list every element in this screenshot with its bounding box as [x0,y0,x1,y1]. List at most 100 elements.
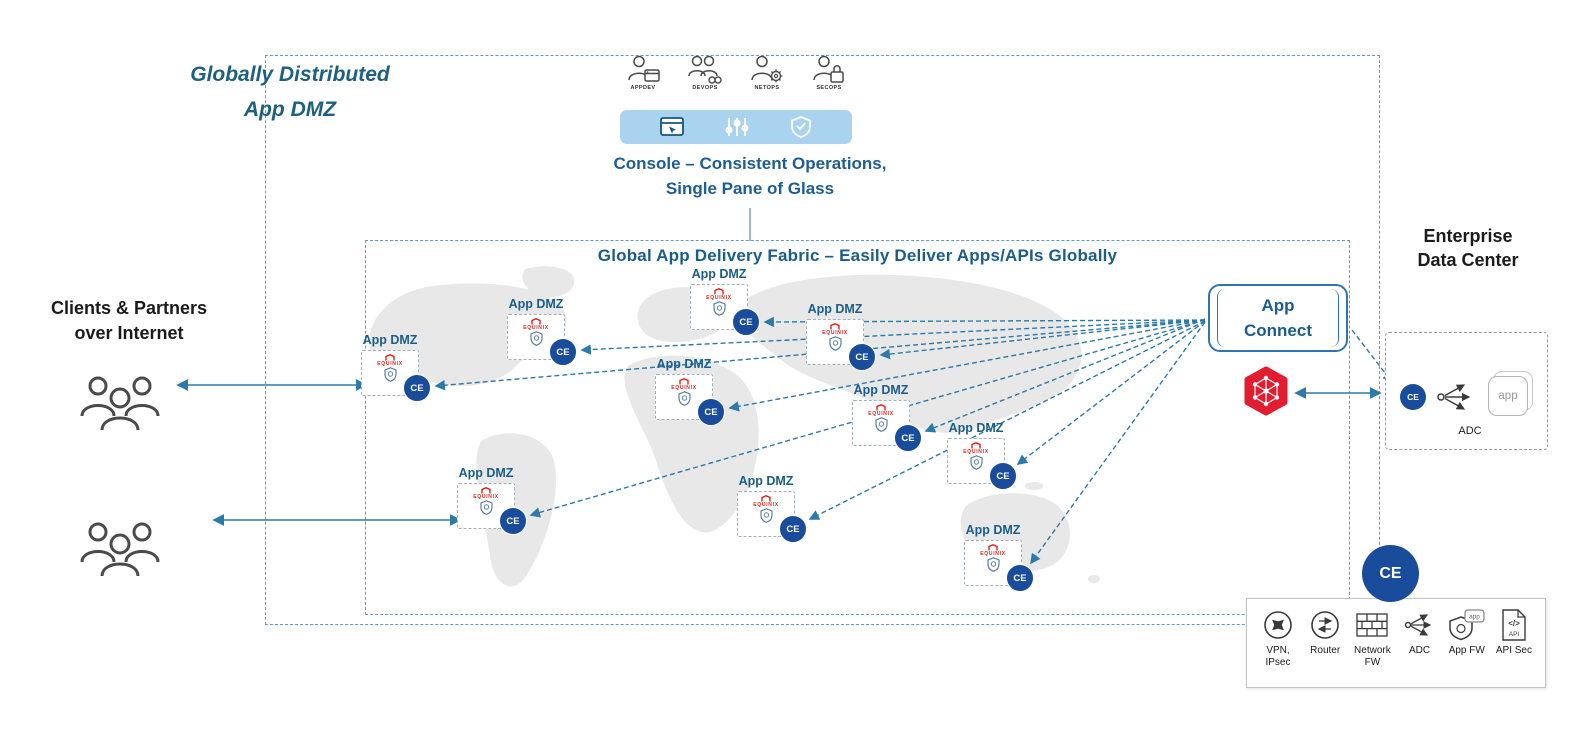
app-connect-line2: Connect [1244,321,1312,340]
app-dmz-label: App DMZ [853,383,909,397]
equinix-logo-icon [761,494,771,502]
distributed-cloud-icon [1244,366,1288,416]
ce-badge: CE [1006,564,1034,592]
svg-text:API: API [1509,631,1520,638]
app-connect-line1: App [1261,295,1295,315]
vpn-ipsec-icon [1261,607,1295,643]
app-dmz-node: App DMZ EQUINIX CE [491,297,581,366]
enterprise-title-line2: Data Center [1417,250,1519,271]
app-dmz-label: App DMZ [807,302,863,316]
shield-icon [828,335,842,351]
ce-badge: CE [499,507,527,535]
legend-label: VPN, IPsec [1265,645,1291,668]
app-dmz-node: App DMZ EQUINIX CE [345,333,435,402]
shield-icon [759,507,773,523]
adc-icon [1437,384,1471,410]
legend-label: ADC [1409,645,1431,656]
console-apps-icon [660,117,685,136]
app-dmz-label: App DMZ [458,466,514,480]
legend-item-app-fw: app App FW [1444,607,1490,657]
ce-badge: CE [697,398,725,426]
app-dmz-label: App DMZ [738,474,794,488]
personas-row: APPDEV DEVOPS [616,54,856,91]
app-fw-icon: app [1448,607,1485,643]
secops-lock-icon [813,55,844,83]
fabric-title: Global App Delivery Fabric – Easily Deli… [597,246,1118,265]
ce-badge: CE [403,374,431,402]
equinix-logo-icon [531,317,541,325]
dc-ce-badge: CE [1400,384,1426,410]
shield-icon [479,499,493,515]
persona-devops-label: DEVOPS [692,85,718,91]
persona-netops: NETOPS [740,54,794,91]
ce-legend-box: VPN, IPsec Router [1246,598,1546,688]
app-box: app [1488,376,1528,416]
app-connect-inner-border [1217,289,1339,347]
app-dmz-label: App DMZ [965,523,1021,537]
shield-icon [712,300,726,316]
console-bar [620,110,852,144]
legend-label: Router [1310,645,1341,656]
equinix-label: EQUINIX [706,294,732,301]
router-icon [1308,607,1342,643]
persona-devops: DEVOPS [678,54,732,91]
equinix-logo-icon [481,486,491,494]
global-dmz-title-line2: App DMZ [243,97,337,121]
enterprise-dc-box: CE app ADC [1385,332,1548,450]
persona-secops: SECOPS [802,54,856,91]
persona-netops-label: NETOPS [754,85,780,91]
app-dmz-label: App DMZ [656,357,712,371]
equinix-logo-icon [714,287,724,295]
ce-badge: CE [848,343,876,371]
app-dmz-label: App DMZ [362,333,418,347]
equinix-logo-icon [988,543,998,551]
app-dmz-node: App DMZ EQUINIX CE [674,267,764,336]
app-dmz-label: App DMZ [508,297,564,311]
ce-badge: CE [549,338,577,366]
ce-badge: CE [779,515,807,543]
shield-icon [874,416,888,432]
adc-legend-icon [1403,607,1437,643]
legend-item-vpn-ipsec: VPN, IPsec [1255,607,1301,668]
shield-icon [986,556,1000,572]
ce-badge: CE [732,308,760,336]
equinix-label: EQUINIX [473,493,499,500]
app-connect-box: App Connect [1208,284,1348,352]
global-dmz-title-line1: Globally Distributed [190,63,390,86]
clients-title: Clients & Partners over Internet [18,296,240,346]
sliders-icon [725,118,749,136]
persona-appdev: APPDEV [616,54,670,91]
legend-label: API Sec [1495,645,1532,656]
equinix-logo-icon [830,322,840,330]
app-dmz-node: App DMZ EQUINIX CE [948,523,1038,592]
ce-badge: CE [989,462,1017,490]
app-dmz-node: App DMZ EQUINIX CE [441,466,531,535]
appdev-person-icon [628,55,660,82]
adc-label: ADC [1458,425,1482,437]
legend-item-router: Router [1302,607,1348,657]
app-label: app [1498,390,1518,402]
app-dmz-label: App DMZ [948,421,1004,435]
console-title-line2: Single Pane of Glass [665,178,835,198]
legend-item-adc: ADC [1397,607,1443,657]
app-dmz-node: App DMZ EQUINIX CE [639,357,729,426]
shield-icon [677,390,691,406]
equinix-logo-icon [876,403,886,411]
network-fw-icon [1356,607,1389,643]
legend-item-api-sec: </> API API Sec [1491,607,1537,657]
ce-badge: CE [894,424,922,452]
partners-group-icon [80,522,160,577]
ce-legend-badge: CE [1362,545,1419,602]
clients-title-line2: over Internet [74,323,184,344]
app-dmz-node: App DMZ EQUINIX CE [721,474,811,543]
shield-check-icon [790,116,811,138]
legend-label: Network FW [1354,645,1391,668]
persona-appdev-label: APPDEV [630,85,656,91]
enterprise-dc-title: Enterprise Data Center [1388,224,1548,273]
equinix-logo-icon [679,377,689,385]
app-dmz-node: App DMZ EQUINIX CE [836,383,926,452]
netops-gear-icon [751,55,783,83]
legend-item-network-fw: Network FW [1349,607,1395,668]
equinix-label: EQUINIX [980,550,1006,557]
